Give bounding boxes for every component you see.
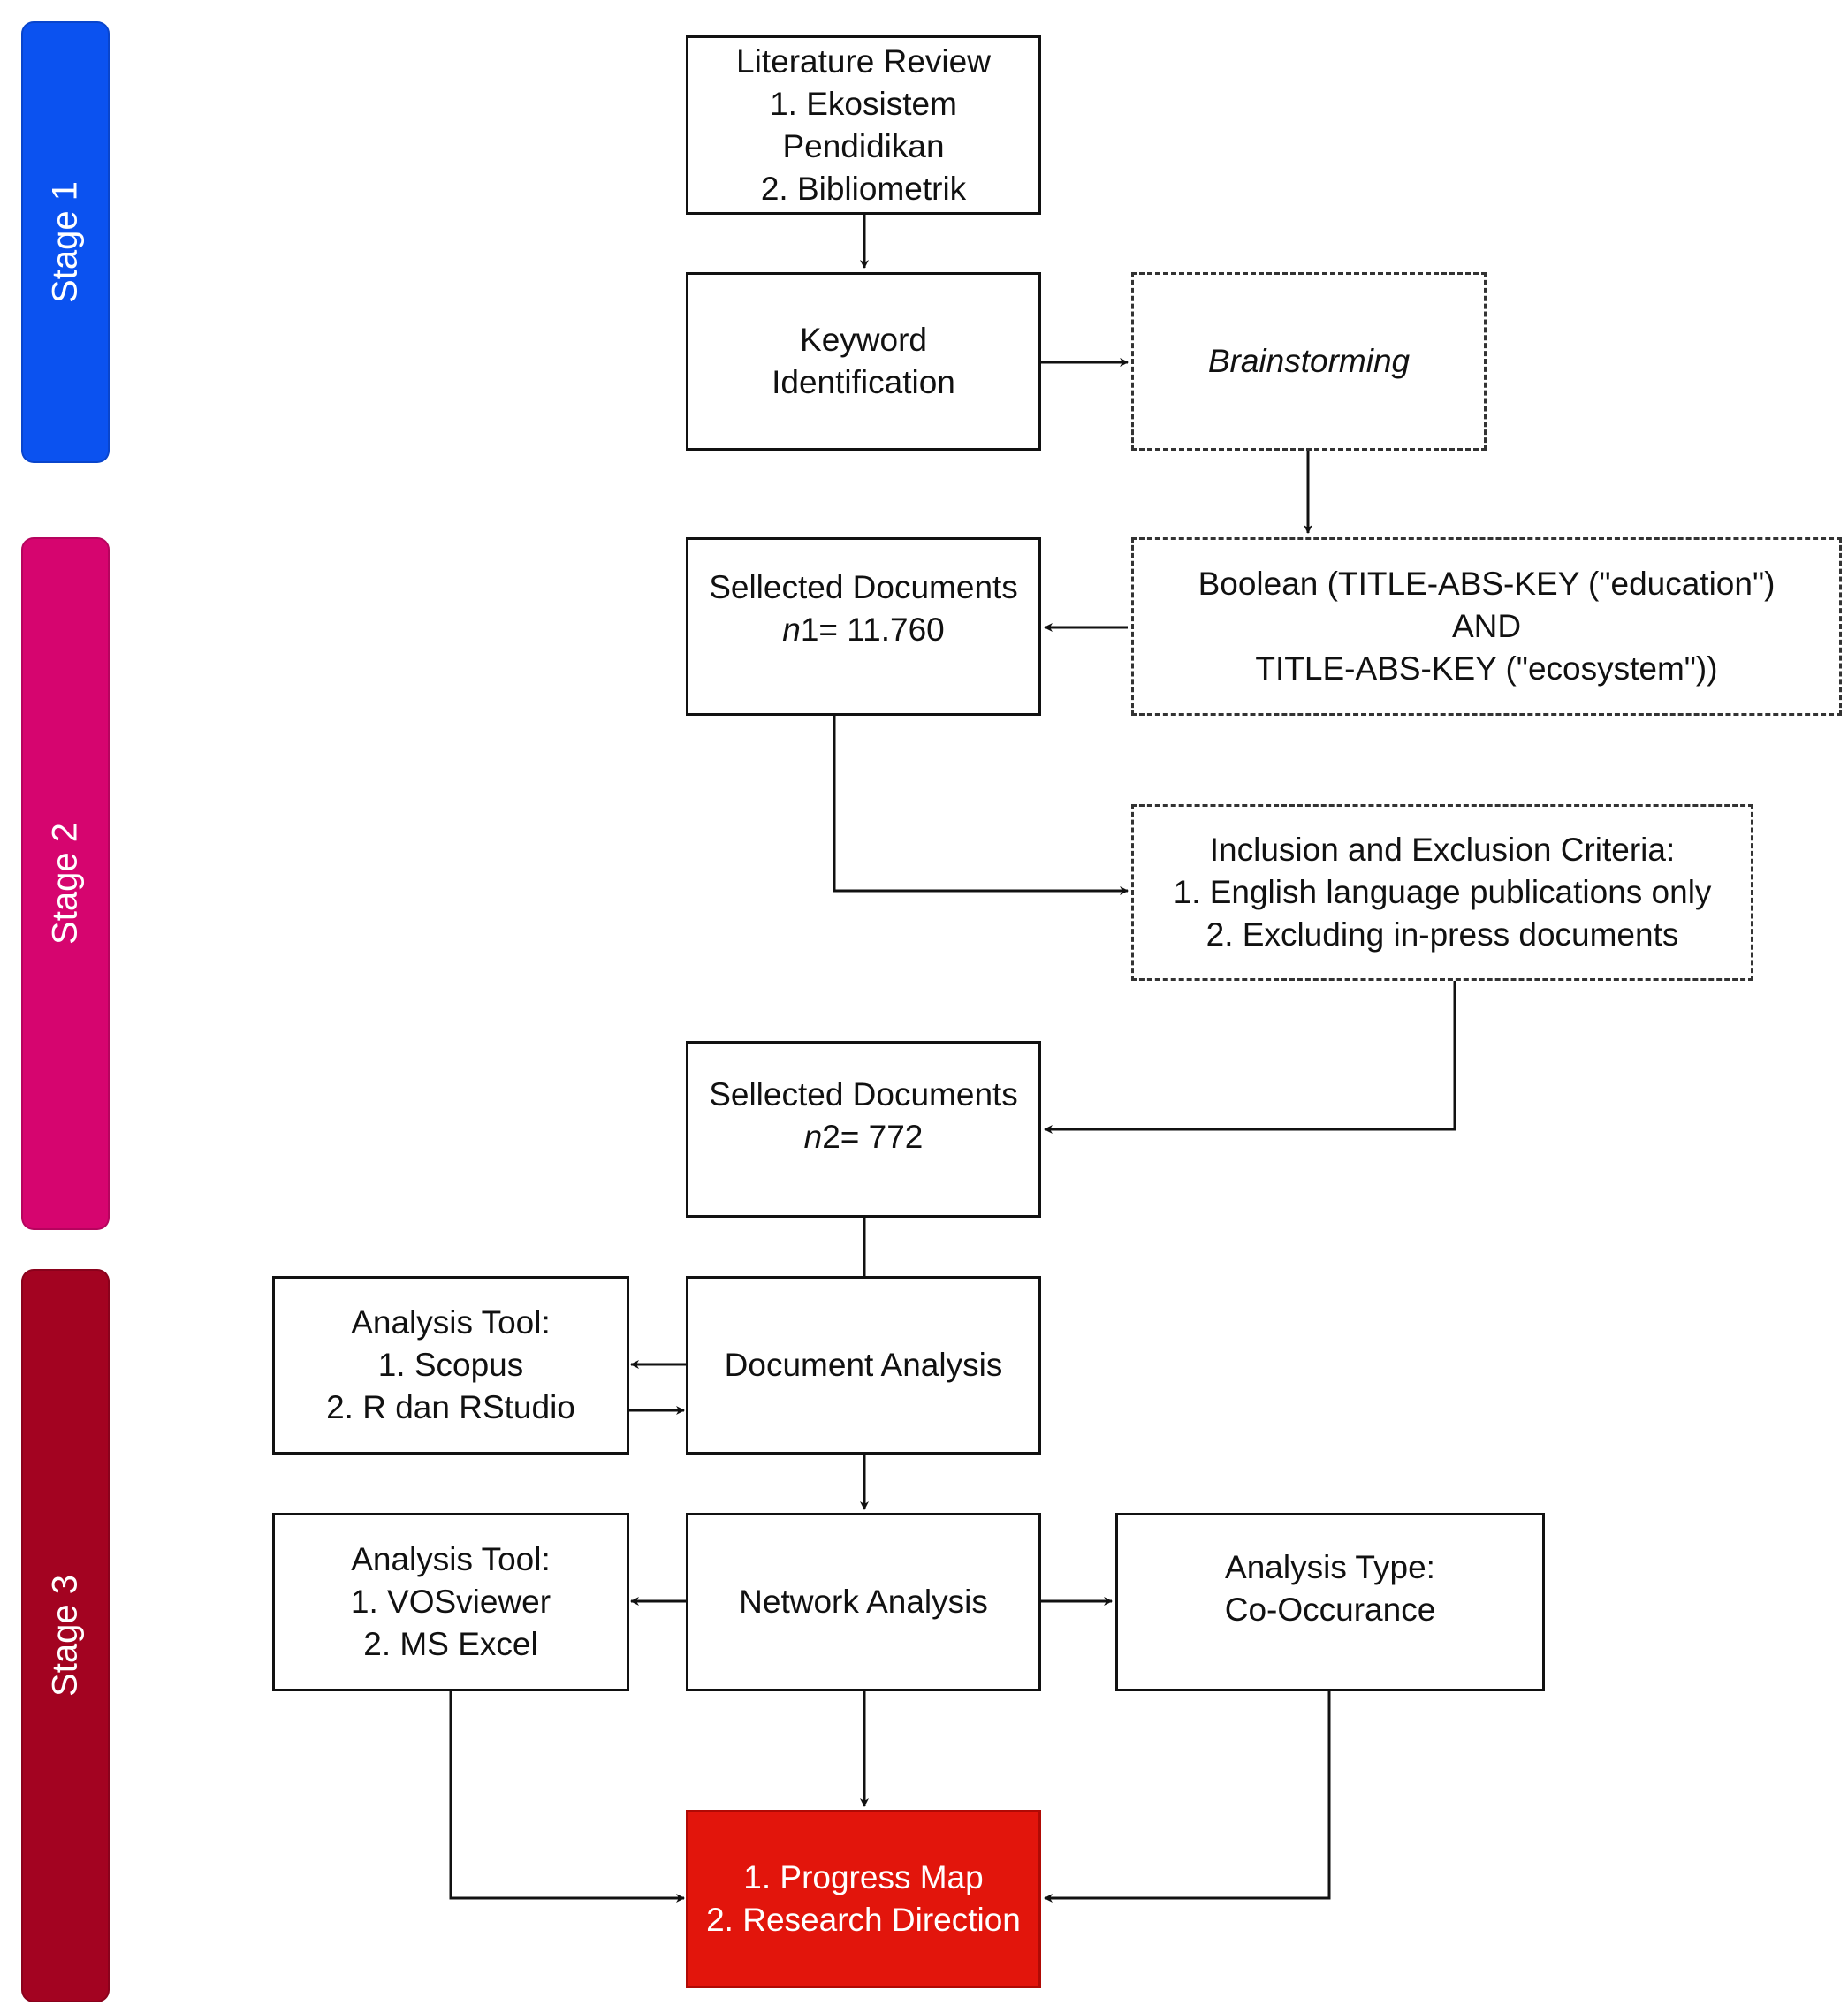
literature-review-box: Literature Review 1. Ekosistem Pendidika… <box>686 35 1041 215</box>
literature-review-line-2: 1. Ekosistem <box>770 85 957 122</box>
brainstorming-box: Brainstorming <box>1131 272 1487 451</box>
analysis-tool-2-line-3: 2. MS Excel <box>363 1626 538 1662</box>
selected-documents-1-box: Sellected Documents n1= 11.760 <box>686 537 1041 716</box>
keyword-identification-box: Keyword Identification <box>686 272 1041 451</box>
network-analysis-text: Network Analysis <box>739 1584 988 1620</box>
selected-documents-1-title: Sellected Documents <box>709 569 1018 605</box>
network-analysis-box: Network Analysis <box>686 1513 1041 1691</box>
selected-documents-2-n: n <box>803 1119 823 1155</box>
keyword-identification-line-1: Keyword <box>800 322 927 358</box>
selected-documents-1-count: n1= 11.760 <box>709 609 1018 651</box>
analysis-type-text: Analysis Type: Co-Occurance <box>1225 1546 1436 1631</box>
boolean-query-line-3: TITLE-ABS-KEY ("ecosystem")) <box>1255 650 1718 687</box>
analysis-tool-2-text: Analysis Tool: 1. VOSviewer 2. MS Excel <box>351 1538 551 1666</box>
analysis-type-line-1: Analysis Type: <box>1225 1549 1435 1585</box>
keyword-identification-line-2: Identification <box>772 364 955 400</box>
analysis-tool-1-line-2: 1. Scopus <box>377 1347 524 1383</box>
inclusion-criteria-line-2: 1. English language publications only <box>1173 874 1712 910</box>
boolean-query-box: Boolean (TITLE-ABS-KEY ("education") AND… <box>1131 537 1842 716</box>
selected-documents-2-count: n2= 772 <box>709 1116 1018 1158</box>
brainstorming-text: Brainstorming <box>1207 343 1411 379</box>
inclusion-criteria-text: Inclusion and Exclusion Criteria: 1. Eng… <box>1174 829 1712 956</box>
stage-3-bar: Stage 3 <box>21 1269 110 2002</box>
boolean-query-text: Boolean (TITLE-ABS-KEY ("education") AND… <box>1198 563 1776 690</box>
analysis-type-box: Analysis Type: Co-Occurance <box>1115 1513 1545 1691</box>
literature-review-line-3: Pendidikan <box>782 127 945 164</box>
selected-documents-1-text: Sellected Documents n1= 11.760 <box>709 566 1018 651</box>
boolean-query-line-2: AND <box>1451 608 1522 644</box>
output-box: 1. Progress Map 2. Research Direction <box>686 1810 1041 1988</box>
arrow-criteria-to-selected-2 <box>1044 981 1456 1134</box>
stage-2-bar: Stage 2 <box>21 537 110 1230</box>
inclusion-criteria-box: Inclusion and Exclusion Criteria: 1. Eng… <box>1131 804 1753 981</box>
inclusion-criteria-line-3: 2. Excluding in-press documents <box>1205 916 1679 953</box>
output-line-2: 2. Research Direction <box>706 1902 1021 1938</box>
literature-review-text: Literature Review 1. Ekosistem Pendidika… <box>736 41 991 210</box>
selected-documents-2-value: 2= 772 <box>822 1119 924 1155</box>
document-analysis-box: Document Analysis <box>686 1276 1041 1455</box>
keyword-identification-text: Keyword Identification <box>772 319 955 404</box>
analysis-tool-2-line-2: 1. VOSviewer <box>350 1584 551 1620</box>
literature-review-line-4: 2. Bibliometrik <box>760 170 967 207</box>
boolean-query-line-1: Boolean (TITLE-ABS-KEY ("education") <box>1198 566 1776 602</box>
arrow-selected-1-to-criteria <box>833 716 1129 895</box>
analysis-tool-2-box: Analysis Tool: 1. VOSviewer 2. MS Excel <box>272 1513 629 1691</box>
stage-1-bar: Stage 1 <box>21 21 110 463</box>
analysis-tool-1-box: Analysis Tool: 1. Scopus 2. R dan RStudi… <box>272 1276 629 1455</box>
document-analysis-text: Document Analysis <box>724 1347 1003 1383</box>
output-text: 1. Progress Map 2. Research Direction <box>706 1857 1021 1941</box>
analysis-tool-2-line-1: Analysis Tool: <box>351 1541 551 1577</box>
selected-documents-2-title: Sellected Documents <box>709 1076 1018 1113</box>
analysis-type-line-2: Co-Occurance <box>1224 1591 1436 1628</box>
analysis-tool-1-line-1: Analysis Tool: <box>351 1304 551 1341</box>
literature-review-line-1: Literature Review <box>736 42 991 80</box>
selected-documents-2-text: Sellected Documents n2= 772 <box>709 1074 1018 1158</box>
arrow-tool-2-to-output <box>449 1691 685 1903</box>
analysis-tool-1-line-3: 2. R dan RStudio <box>326 1389 575 1425</box>
arrow-analysis-type-to-output <box>1044 1691 1331 1903</box>
output-line-1: 1. Progress Map <box>743 1859 984 1895</box>
inclusion-criteria-line-1: Inclusion and Exclusion Criteria: <box>1209 832 1676 868</box>
analysis-tool-1-text: Analysis Tool: 1. Scopus 2. R dan RStudi… <box>326 1302 575 1429</box>
selected-documents-1-value: 1= 11.760 <box>800 611 945 648</box>
selected-documents-1-n: n <box>782 611 801 648</box>
selected-documents-2-box: Sellected Documents n2= 772 <box>686 1041 1041 1218</box>
